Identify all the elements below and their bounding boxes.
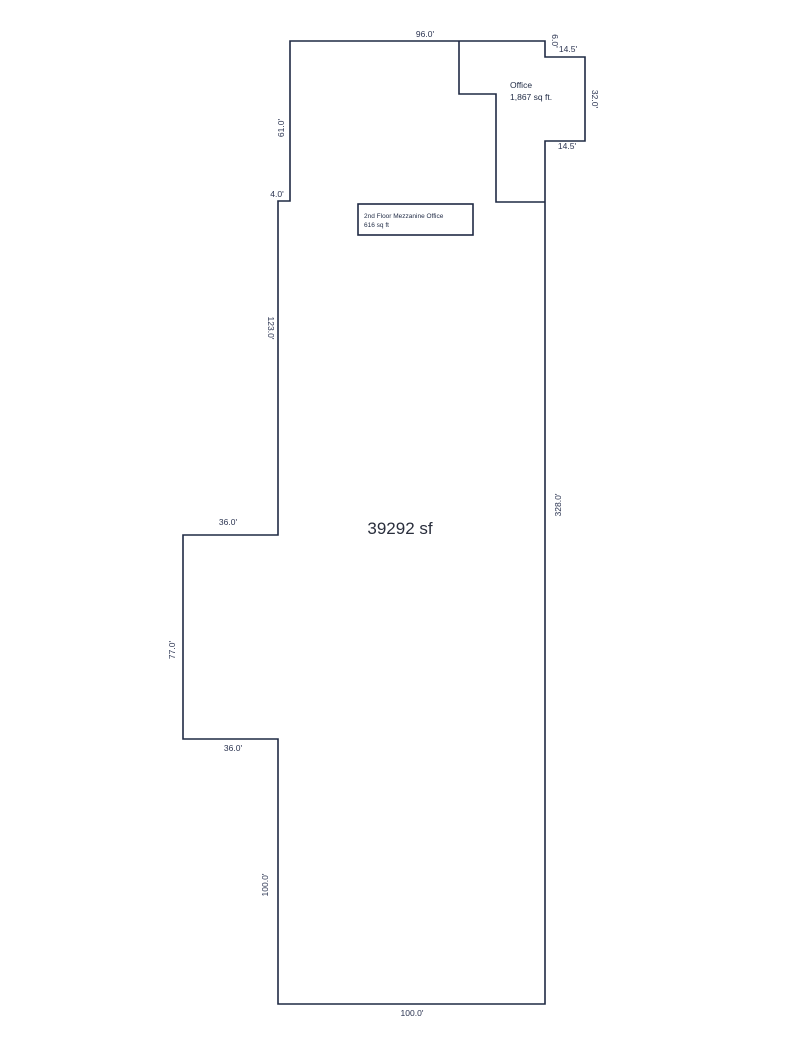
dim-left-lower: 100.0' (260, 873, 270, 896)
dim-left-upper: 61.0' (276, 119, 286, 138)
dim-office-right: 32.0' (590, 90, 600, 109)
dim-bottom: 100.0' (401, 1008, 424, 1018)
office-name: Office (510, 80, 532, 90)
dim-office-top: 14.5' (559, 44, 578, 54)
dim-top: 96.0' (416, 29, 435, 39)
office-area: 1,867 sq ft. (510, 92, 552, 102)
building-outline (182, 40, 586, 1005)
dim-office-bottom: 14.5' (558, 141, 577, 151)
mezzanine-name: 2nd Floor Mezzanine Office (364, 213, 444, 220)
mezzanine-area: 616 sq ft (364, 222, 389, 229)
dim-top-right-vertical: 6.0' (550, 34, 560, 48)
dim-left-middle: 123.0' (266, 317, 276, 340)
office-partition (458, 41, 545, 203)
dim-right: 328.0' (553, 493, 563, 516)
mezzanine-box (357, 203, 474, 236)
dim-left-bump: 77.0' (167, 641, 177, 660)
total-area: 39292 sf (367, 519, 432, 538)
dim-step-middle: 36.0' (219, 517, 238, 527)
dim-step-lower: 36.0' (224, 743, 243, 753)
dim-step-upper: 4.0' (270, 189, 284, 199)
